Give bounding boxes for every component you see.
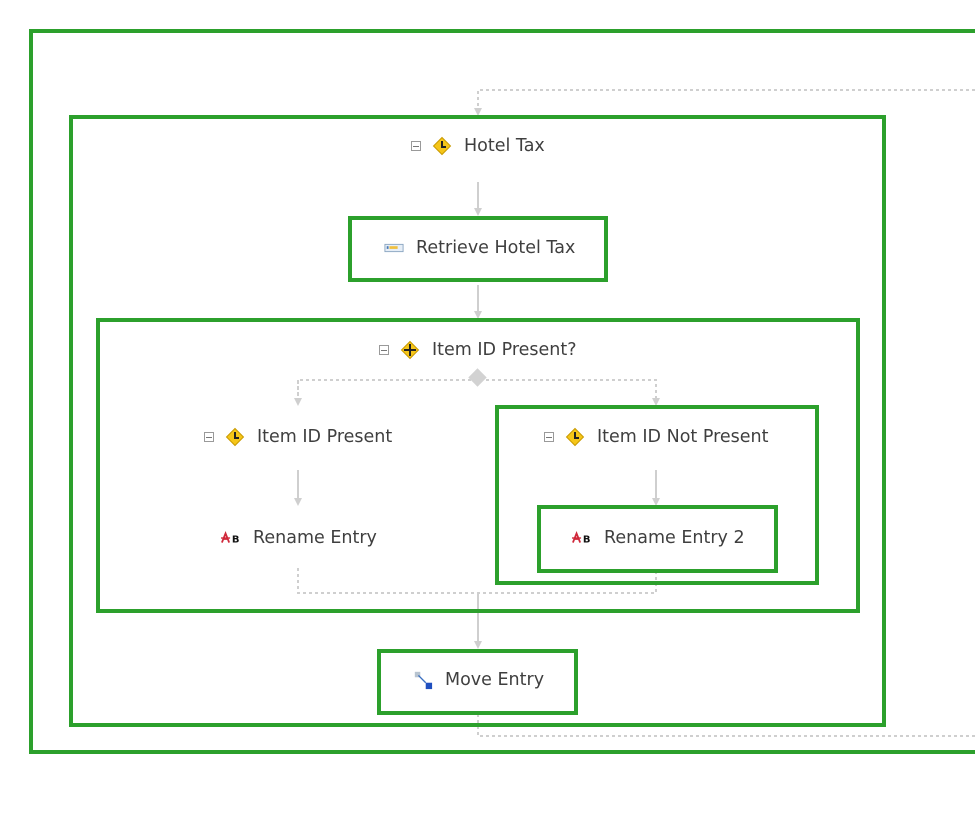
- node-label: Move Entry: [445, 670, 545, 690]
- collapse-toggle-icon[interactable]: [379, 345, 389, 355]
- item-id-not-present-group-box: [495, 405, 819, 585]
- node-label: Item ID Not Present: [597, 427, 769, 447]
- retrieve-hotel-tax-box: [348, 216, 608, 282]
- hotel-tax-group-box: [69, 115, 886, 727]
- svg-text:B: B: [232, 535, 240, 545]
- decision-branch-icon: [225, 427, 245, 447]
- move-entry-box: [377, 649, 578, 715]
- retrieve-icon: [384, 238, 404, 258]
- node-rename-entry[interactable]: B Rename Entry: [221, 526, 377, 550]
- node-item-id-not-present[interactable]: Item ID Not Present: [544, 425, 768, 449]
- node-item-id-present[interactable]: Item ID Present: [204, 425, 392, 449]
- node-item-id-present-question[interactable]: Item ID Present?: [379, 338, 577, 362]
- node-label: Hotel Tax: [464, 136, 545, 156]
- collapse-toggle-icon[interactable]: [204, 432, 214, 442]
- node-label: Item ID Present: [257, 427, 393, 447]
- node-hotel-tax[interactable]: Hotel Tax: [411, 134, 545, 158]
- node-label: Item ID Present?: [432, 340, 577, 360]
- node-move-entry[interactable]: Move Entry: [413, 668, 544, 692]
- rename-icon: B: [572, 528, 592, 548]
- outer-highlight-box: [29, 29, 975, 754]
- decision-branch-icon: [432, 136, 452, 156]
- move-icon: [413, 670, 433, 690]
- node-label: Rename Entry 2: [604, 528, 745, 548]
- collapse-toggle-icon[interactable]: [544, 432, 554, 442]
- node-retrieve-hotel-tax[interactable]: Retrieve Hotel Tax: [384, 236, 575, 260]
- svg-text:B: B: [583, 535, 591, 545]
- decision-icon: [400, 340, 420, 360]
- node-rename-entry-2[interactable]: B Rename Entry 2: [572, 526, 745, 550]
- node-label: Rename Entry: [253, 528, 377, 548]
- item-id-present-q-group-box: [96, 318, 860, 613]
- node-label: Retrieve Hotel Tax: [416, 238, 576, 258]
- decision-branch-icon: [565, 427, 585, 447]
- rename-icon: B: [221, 528, 241, 548]
- rename-entry-2-box: [537, 505, 778, 573]
- collapse-toggle-icon[interactable]: [411, 141, 421, 151]
